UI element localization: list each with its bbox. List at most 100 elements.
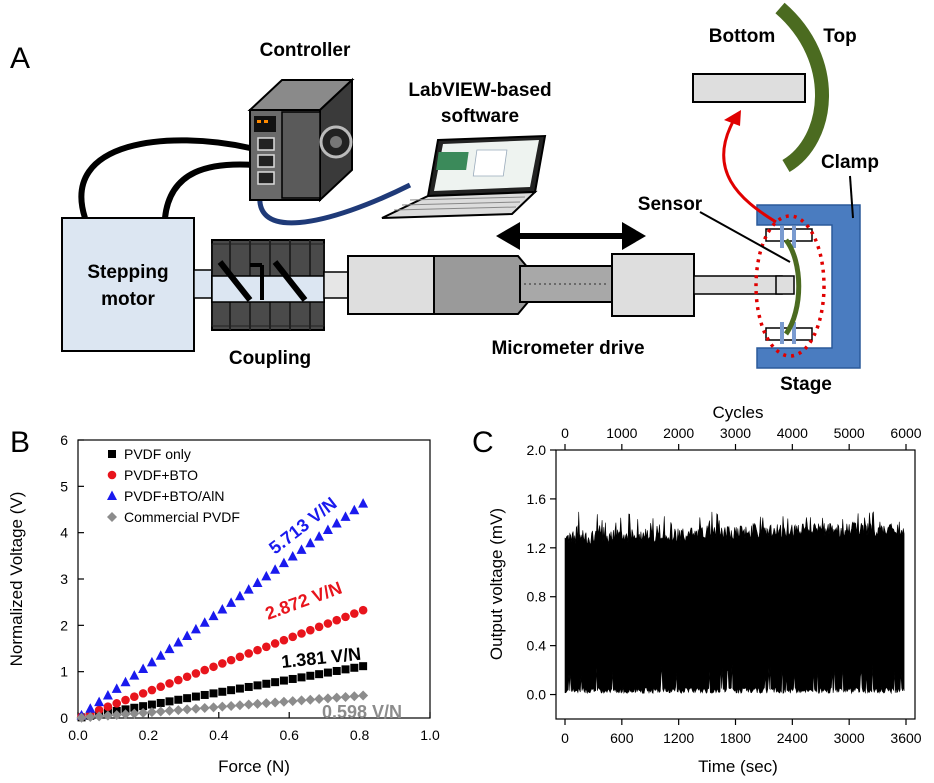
motor-cable-2 <box>162 161 256 219</box>
legend-label: PVDF+BTO/AlN <box>124 488 225 504</box>
chart-b-point <box>138 689 148 698</box>
chart-b-point <box>253 645 262 655</box>
chart-b-point <box>306 625 315 635</box>
chart-b-point <box>120 676 131 687</box>
chart-b-point <box>349 691 360 702</box>
chart-b-point <box>190 703 201 714</box>
chart-b-point <box>252 577 263 588</box>
chart-b-point <box>261 698 272 709</box>
bending-inset <box>692 2 829 224</box>
chart-b-point <box>103 702 113 711</box>
chart-b-point <box>129 708 140 719</box>
chart-c-x2tick-label: 6000 <box>890 425 921 441</box>
software-label-line2: software <box>441 106 519 127</box>
chart-b-point <box>94 711 105 722</box>
chart-b-xtick-label: 0.2 <box>139 727 159 743</box>
chart-b-point <box>243 699 254 710</box>
clamp-label: Clamp <box>821 152 879 173</box>
chart-b-point <box>190 623 201 634</box>
chart-c-x2tick-label: 3000 <box>720 425 751 441</box>
chart-b-point <box>235 652 245 662</box>
chart-b-point <box>331 517 342 528</box>
chart-b-point <box>331 692 342 703</box>
chart-b-ylabel: Normalized Voltage (V) <box>7 492 26 667</box>
chart-c-x2tick-label: 0 <box>561 425 569 441</box>
laptop <box>381 134 547 219</box>
chart-c-ytick-label: 0.4 <box>527 638 547 654</box>
chart-b-point <box>358 605 368 615</box>
chart-b-point <box>111 709 122 720</box>
chart-b-point <box>287 696 298 707</box>
legend-label: PVDF+BTO <box>124 467 198 483</box>
chart-b-point <box>120 709 131 720</box>
chart-b-point <box>218 687 227 696</box>
chart-b-point <box>314 622 324 632</box>
chart-b-point <box>315 670 324 679</box>
chart-b-point <box>332 615 342 625</box>
legend-marker <box>107 470 117 480</box>
chart-b-point <box>226 655 236 665</box>
chart-b-point <box>165 679 174 688</box>
chart-b-point <box>322 524 333 535</box>
stage-label: Stage <box>780 374 832 395</box>
micrometer-drive <box>347 253 795 317</box>
clamp-stage <box>754 204 861 369</box>
chart-b-ytick-label: 3 <box>60 571 68 587</box>
chart-b-point <box>208 702 219 713</box>
chart-c-xtick-label: 600 <box>610 730 634 746</box>
software-label-line1: LabVIEW-based <box>408 80 551 101</box>
chart-b-point <box>243 584 254 594</box>
chart-b-point <box>112 699 122 708</box>
panel-label-c: C <box>472 426 494 459</box>
chart-b-point <box>278 696 289 707</box>
chart-b-point <box>76 712 87 723</box>
chart-b-point <box>173 637 184 647</box>
coupling-label: Coupling <box>229 348 311 369</box>
chart-b-xtick-label: 0.0 <box>68 727 88 743</box>
chart-c-ytick-label: 2.0 <box>527 442 547 458</box>
legend-marker <box>107 512 117 522</box>
chart-b-ytick-label: 4 <box>60 525 68 541</box>
legend-marker <box>108 450 116 458</box>
chart-b-point <box>297 673 306 682</box>
chart-b-point <box>322 693 333 704</box>
chart-b-point <box>182 704 193 715</box>
chart-b-point <box>173 705 184 716</box>
chart-c-x2tick-label: 4000 <box>777 425 808 441</box>
chart-b-point <box>208 610 219 621</box>
motor-label-line2: motor <box>101 289 155 310</box>
motor-cable-1 <box>78 137 251 219</box>
chart-b-point <box>102 710 113 721</box>
chart-b-point <box>199 617 210 627</box>
chart-c-signal <box>564 511 905 695</box>
top-label: Top <box>823 26 856 47</box>
chart-c-ytick-label: 0.8 <box>527 589 547 605</box>
chart-b-point <box>278 557 289 568</box>
chart-c-x2tick-label: 1000 <box>606 425 637 441</box>
chart-b-point <box>358 690 369 701</box>
chart-b-point <box>244 682 253 691</box>
chart-b-point <box>94 696 105 707</box>
controller-label: Controller <box>260 40 351 61</box>
chart-b-point <box>199 703 210 714</box>
chart-b-point <box>155 706 166 717</box>
chart-b-xtick-label: 0.4 <box>209 727 229 743</box>
chart-b-point <box>217 701 228 712</box>
chart-b-point <box>305 537 316 548</box>
chart-b-point <box>129 670 140 680</box>
chart-b-point <box>209 662 218 672</box>
chart-b-point <box>271 678 280 687</box>
micrometer-label: Micrometer drive <box>491 338 644 359</box>
chart-b-point <box>191 692 200 701</box>
drive-shaft <box>323 271 351 299</box>
chart-b-point <box>147 700 156 709</box>
chart-c-ylabel: Output voltage (mV) <box>487 508 506 660</box>
chart-b-point <box>350 609 359 618</box>
chart-b-point <box>279 635 289 645</box>
chart-b-legend: PVDF onlyPVDF+BTOPVDF+BTO/AlNCommercial … <box>107 446 240 525</box>
chart-b-point <box>164 705 175 716</box>
chart-b-point <box>130 692 139 702</box>
chart-b-point <box>85 703 96 713</box>
